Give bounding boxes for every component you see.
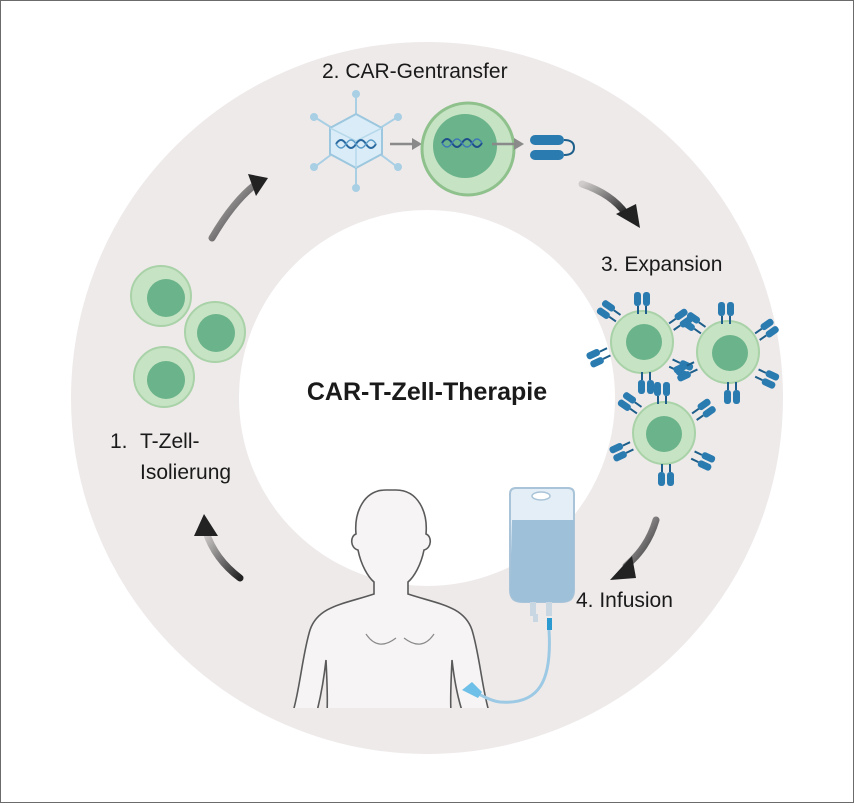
car-t-cell-icon [607,381,718,487]
car-receptor-icon [530,135,576,160]
step-2-label: 2. CAR-Gentransfer [322,60,508,83]
car-t-cell-icon [584,291,696,395]
transfer-arrow [390,138,422,150]
step-4-label: 4. Infusion [576,589,673,612]
step-1-number: 1. [110,430,128,453]
t-cell-icon [130,265,246,408]
cycle-arrow-icon [208,174,268,242]
patient-icon [293,489,489,708]
step-3-label: 3. Expansion [601,253,723,276]
infusion-bag-icon [462,487,575,704]
virus-icon [310,90,402,192]
car-t-cell-icon [671,301,782,405]
step-1-label-line2: Isolierung [140,461,232,484]
step-1-label-line1: T-Zell- [140,430,200,453]
dna-icon [441,138,483,148]
cycle-arrow-icon [194,514,244,582]
cycle-arrow-icon [610,516,660,580]
transfer-arrow [492,138,524,150]
cycle-arrow-icon [578,180,640,228]
diagram-title: CAR-T-Zell-Therapie [306,378,548,406]
t-cell-icon [420,101,516,197]
